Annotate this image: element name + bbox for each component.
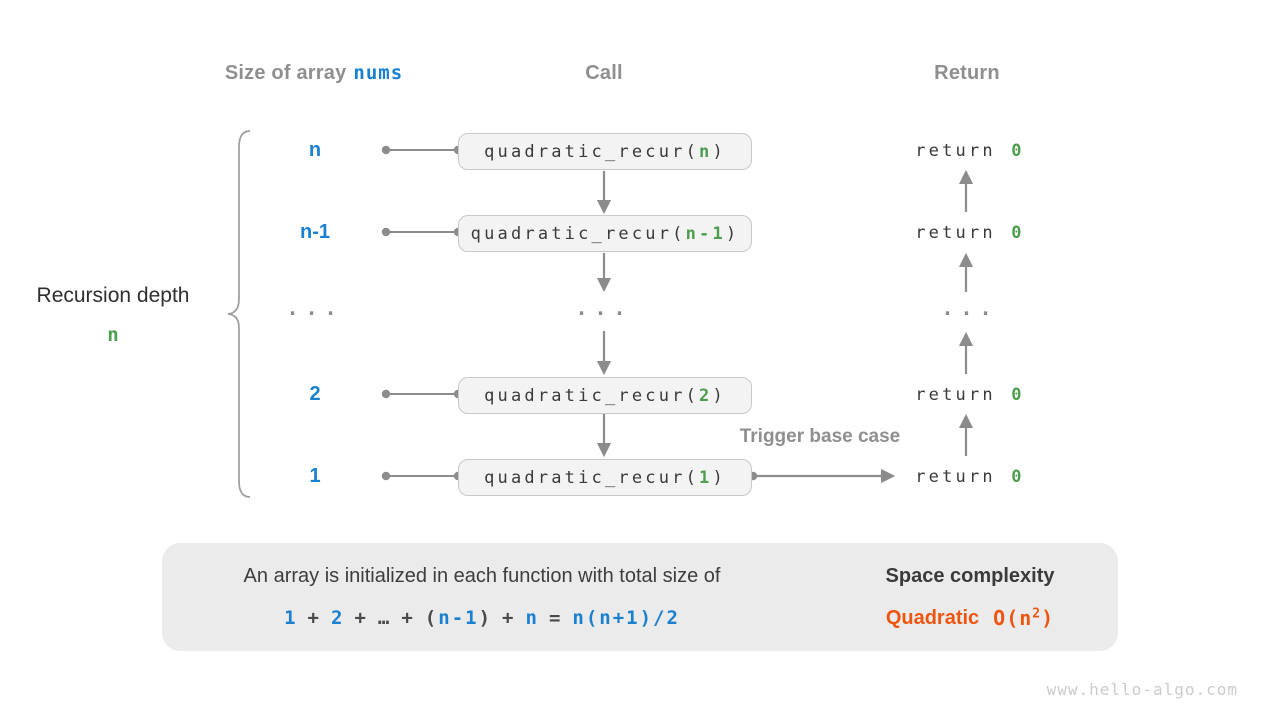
- call-box-2: quadratic_recur(2): [458, 377, 752, 414]
- return-statement: return 0: [915, 140, 1025, 161]
- return-statement: return 0: [915, 384, 1025, 405]
- size-to-call-connectors: [381, 145, 463, 481]
- call-box-n: quadratic_recur(n): [458, 133, 752, 170]
- size-label-2: 2: [309, 383, 321, 405]
- formula-op: +: [502, 607, 516, 629]
- formula-op: +: [354, 607, 368, 629]
- recursion-depth-value: n: [107, 324, 119, 346]
- header-nums-code: nums: [353, 62, 404, 84]
- size-label-n-1: n-1: [300, 221, 330, 243]
- recursion-depth-label: Recursion depth: [36, 284, 190, 307]
- call-ellipsis: ...: [575, 295, 633, 320]
- call-code: quadratic_recur(1): [484, 467, 726, 488]
- space-complexity-value: Quadratic O(n2): [822, 602, 1118, 634]
- call-box-n-1: quadratic_recur(n-1): [458, 215, 752, 252]
- return-statement: return 0: [915, 222, 1025, 243]
- space-complexity-title: Space complexity: [885, 564, 1055, 587]
- formula-term: 2: [330, 607, 345, 629]
- complexity-word: Quadratic: [885, 606, 980, 629]
- formula-op: +: [307, 607, 321, 629]
- call-code: quadratic_recur(n-1): [470, 223, 740, 244]
- call-code: quadratic_recur(n): [484, 141, 726, 162]
- size-label-1: 1: [309, 465, 321, 487]
- base-case-arrow: [748, 468, 896, 484]
- formula-op: +: [401, 607, 415, 629]
- header-return: Return: [934, 61, 1000, 84]
- call-box-1: quadratic_recur(1): [458, 459, 752, 496]
- formula-result: n(n+1)/2: [572, 607, 680, 629]
- formula-term-group: (n-1): [424, 607, 493, 629]
- return-ellipsis: ...: [941, 295, 999, 320]
- summary-text: An array is initialized in each function…: [243, 564, 721, 587]
- header-call: Call: [585, 61, 623, 84]
- size-ellipsis: ...: [286, 295, 344, 320]
- summary-panel: An array is initialized in each function…: [162, 543, 1118, 651]
- trigger-base-case-label: Trigger base case: [739, 426, 901, 447]
- formula-term: n: [525, 607, 539, 629]
- header-size-of-array: Size of array nums: [164, 58, 464, 88]
- formula-equals: =: [548, 607, 563, 629]
- header-size-text: Size of array: [224, 61, 347, 84]
- return-statement: return 0: [915, 466, 1025, 487]
- size-label-n: n: [308, 139, 322, 161]
- summary-formula: 1 + 2 + … + (n-1) + n = n(n+1)/2: [182, 602, 782, 634]
- site-watermark: www.hello-algo.com: [1046, 679, 1238, 699]
- formula-term: 1: [284, 607, 298, 629]
- big-o-notation: O(n2): [993, 606, 1055, 630]
- formula-ellipsis: …: [377, 607, 392, 629]
- call-code: quadratic_recur(2): [484, 385, 726, 406]
